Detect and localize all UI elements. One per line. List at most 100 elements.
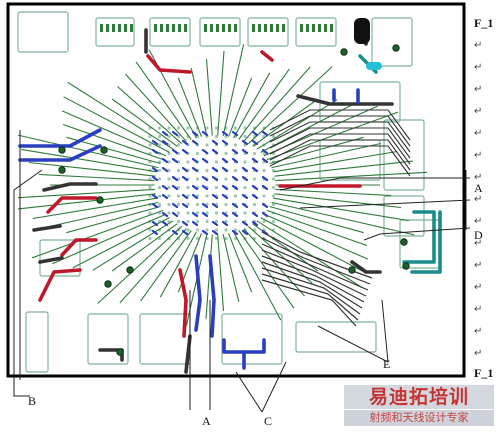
return-mark: ↵ bbox=[474, 194, 483, 205]
bga-pad bbox=[224, 236, 228, 241]
callout-leader-lines bbox=[13, 130, 471, 413]
escape-trace bbox=[52, 213, 167, 265]
bga-blue-stub bbox=[201, 157, 209, 164]
via bbox=[116, 348, 124, 356]
bga-blue-stub bbox=[191, 157, 199, 164]
bga-pad bbox=[205, 126, 209, 130]
escape-trace bbox=[61, 110, 167, 157]
return-mark: ↵ bbox=[474, 150, 483, 161]
bga-pad bbox=[224, 228, 228, 232]
bga-blue-stub bbox=[171, 157, 179, 164]
component-pad bbox=[124, 24, 127, 32]
component-pad bbox=[178, 24, 181, 32]
bus-trace-top-right bbox=[269, 115, 411, 147]
bga-pad bbox=[195, 211, 200, 215]
bga-pad bbox=[214, 228, 219, 232]
bga-blue-stub bbox=[191, 184, 199, 191]
escape-trace bbox=[28, 161, 156, 177]
escape-trace bbox=[66, 205, 161, 234]
bga-blue-stub bbox=[171, 202, 179, 209]
bga-pad bbox=[252, 202, 257, 207]
bga-blue-stub bbox=[151, 220, 159, 227]
bga-blue-stub bbox=[221, 130, 229, 137]
bga-blue-stub bbox=[181, 202, 189, 209]
bga-pad bbox=[262, 219, 266, 224]
bga-pad bbox=[214, 236, 219, 241]
escape-trace bbox=[111, 98, 178, 147]
escape-trace bbox=[63, 96, 170, 153]
bga-blue-stub bbox=[261, 175, 269, 182]
bga-pad bbox=[205, 211, 209, 215]
bga-pad bbox=[243, 185, 247, 190]
escape-trace bbox=[274, 193, 402, 209]
component-pad bbox=[100, 24, 103, 32]
return-mark: ↵ bbox=[474, 106, 483, 117]
bga-blue-stub bbox=[261, 130, 269, 137]
bga-blue-stub bbox=[251, 211, 259, 218]
return-mark: ↵ bbox=[474, 216, 483, 227]
return-mark: ↵ bbox=[474, 172, 483, 183]
bga-blue-stub bbox=[231, 130, 239, 137]
escape-trace bbox=[271, 142, 381, 169]
bga-blue-stub bbox=[161, 139, 169, 146]
component-pad bbox=[300, 24, 303, 32]
bga-pad bbox=[186, 236, 190, 241]
bga-blue-stub bbox=[201, 229, 209, 236]
bga-blue-stub bbox=[171, 211, 179, 218]
routed-trace bbox=[260, 50, 274, 62]
routed-trace bbox=[146, 54, 192, 74]
via bbox=[126, 266, 134, 274]
escape-trace bbox=[275, 171, 428, 182]
component-pad bbox=[258, 24, 261, 32]
routed-trace bbox=[402, 210, 436, 264]
return-mark: ↵ bbox=[474, 62, 483, 73]
component-pad bbox=[264, 24, 267, 32]
bga-blue-stub bbox=[251, 193, 259, 200]
escape-trace bbox=[97, 225, 183, 304]
bga-blue-stub bbox=[181, 148, 189, 155]
component-pad bbox=[234, 24, 237, 32]
bga-blue-stub bbox=[201, 130, 209, 137]
bga-blue-stub bbox=[221, 139, 229, 146]
bga-blue-stub bbox=[211, 139, 219, 146]
footprint-outline bbox=[95, 17, 135, 47]
escape-trace bbox=[140, 230, 192, 302]
component-pad bbox=[210, 24, 213, 32]
bga-pad bbox=[176, 194, 181, 198]
bga-pad bbox=[224, 202, 228, 207]
escape-trace bbox=[233, 72, 271, 139]
bga-pad bbox=[271, 177, 276, 181]
footprint-outline bbox=[295, 17, 337, 47]
via bbox=[402, 262, 410, 270]
bga-blue-stub bbox=[241, 139, 249, 146]
bga-pad bbox=[195, 202, 200, 207]
component-pad bbox=[154, 24, 157, 32]
escape-trace bbox=[243, 228, 306, 297]
bga-pad bbox=[271, 185, 276, 190]
escape-trace bbox=[227, 77, 253, 137]
footprint-outline bbox=[383, 119, 425, 191]
bga-blue-stub bbox=[221, 211, 229, 218]
via bbox=[96, 196, 104, 204]
bga-blue-stub bbox=[231, 229, 239, 236]
component-pad bbox=[172, 24, 175, 32]
escape-trace bbox=[217, 234, 225, 311]
component-pad bbox=[216, 24, 219, 32]
footprint-outline bbox=[371, 17, 413, 67]
routed-trace bbox=[32, 224, 62, 232]
escape-trace bbox=[273, 150, 398, 173]
bga-pad bbox=[148, 236, 152, 241]
bga-pad bbox=[205, 168, 209, 173]
escape-trace bbox=[266, 111, 398, 161]
component-pad bbox=[204, 24, 207, 32]
bga-blue-stub bbox=[261, 229, 269, 236]
bga-blue-stub bbox=[211, 175, 219, 182]
bga-blue-stub bbox=[161, 193, 169, 200]
component-pad bbox=[160, 24, 163, 32]
bga-blue-stub bbox=[211, 166, 219, 173]
escape-trace bbox=[32, 209, 164, 259]
routed-trace bbox=[350, 260, 382, 274]
bga-blue-stub bbox=[221, 184, 229, 191]
bga-pad bbox=[167, 126, 171, 130]
component-pad bbox=[112, 24, 115, 32]
